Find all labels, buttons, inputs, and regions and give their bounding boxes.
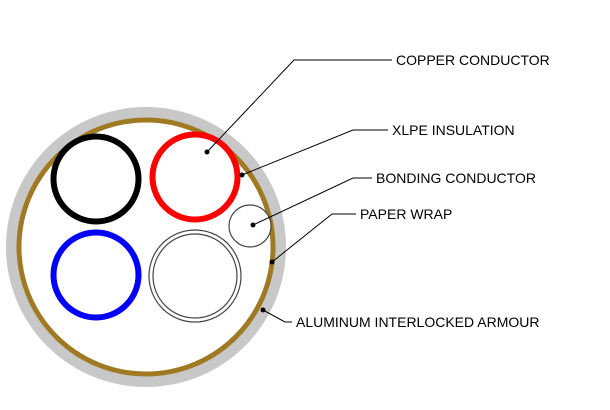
leader-line-bonding-conductor (252, 177, 372, 226)
callout-labels: COPPER CONDUCTOR XLPE INSULATION BONDING… (296, 52, 550, 330)
leader-line-copper-conductor (206, 59, 392, 153)
leader-line-xlpe-insulation (241, 129, 388, 176)
leader-dot-bonding-conductor (250, 222, 256, 228)
paper-wrapped-conductor-outer (148, 229, 242, 323)
aluminum-interlocked-armour (16, 117, 276, 377)
leader-dot-xlpe-insulation (239, 172, 245, 178)
leader-lines (204, 59, 392, 323)
leader-dot-paper-wrap (269, 259, 275, 265)
phase-conductor-black (50, 133, 142, 225)
leader-line-aluminum-armour (262, 309, 292, 323)
leader-line-paper-wrap (271, 213, 356, 263)
bonding-conductor-circle (228, 204, 272, 248)
leader-dot-aluminum-armour (260, 307, 266, 313)
leader-dot-copper-conductor (204, 149, 210, 155)
label-paper-wrap: PAPER WRAP (360, 206, 452, 222)
phase-conductor-red (149, 131, 241, 223)
paper-wrapped-conductor-inner (152, 233, 238, 319)
label-bonding-conductor: BONDING CONDUCTOR (376, 170, 536, 186)
label-xlpe-insulation: XLPE INSULATION (392, 122, 515, 138)
phase-conductor-blue (50, 229, 142, 321)
cable-cross-section (6, 107, 286, 387)
label-aluminum-armour: ALUMINUM INTERLOCKED ARMOUR (296, 314, 539, 330)
label-copper-conductor: COPPER CONDUCTOR (396, 52, 550, 68)
